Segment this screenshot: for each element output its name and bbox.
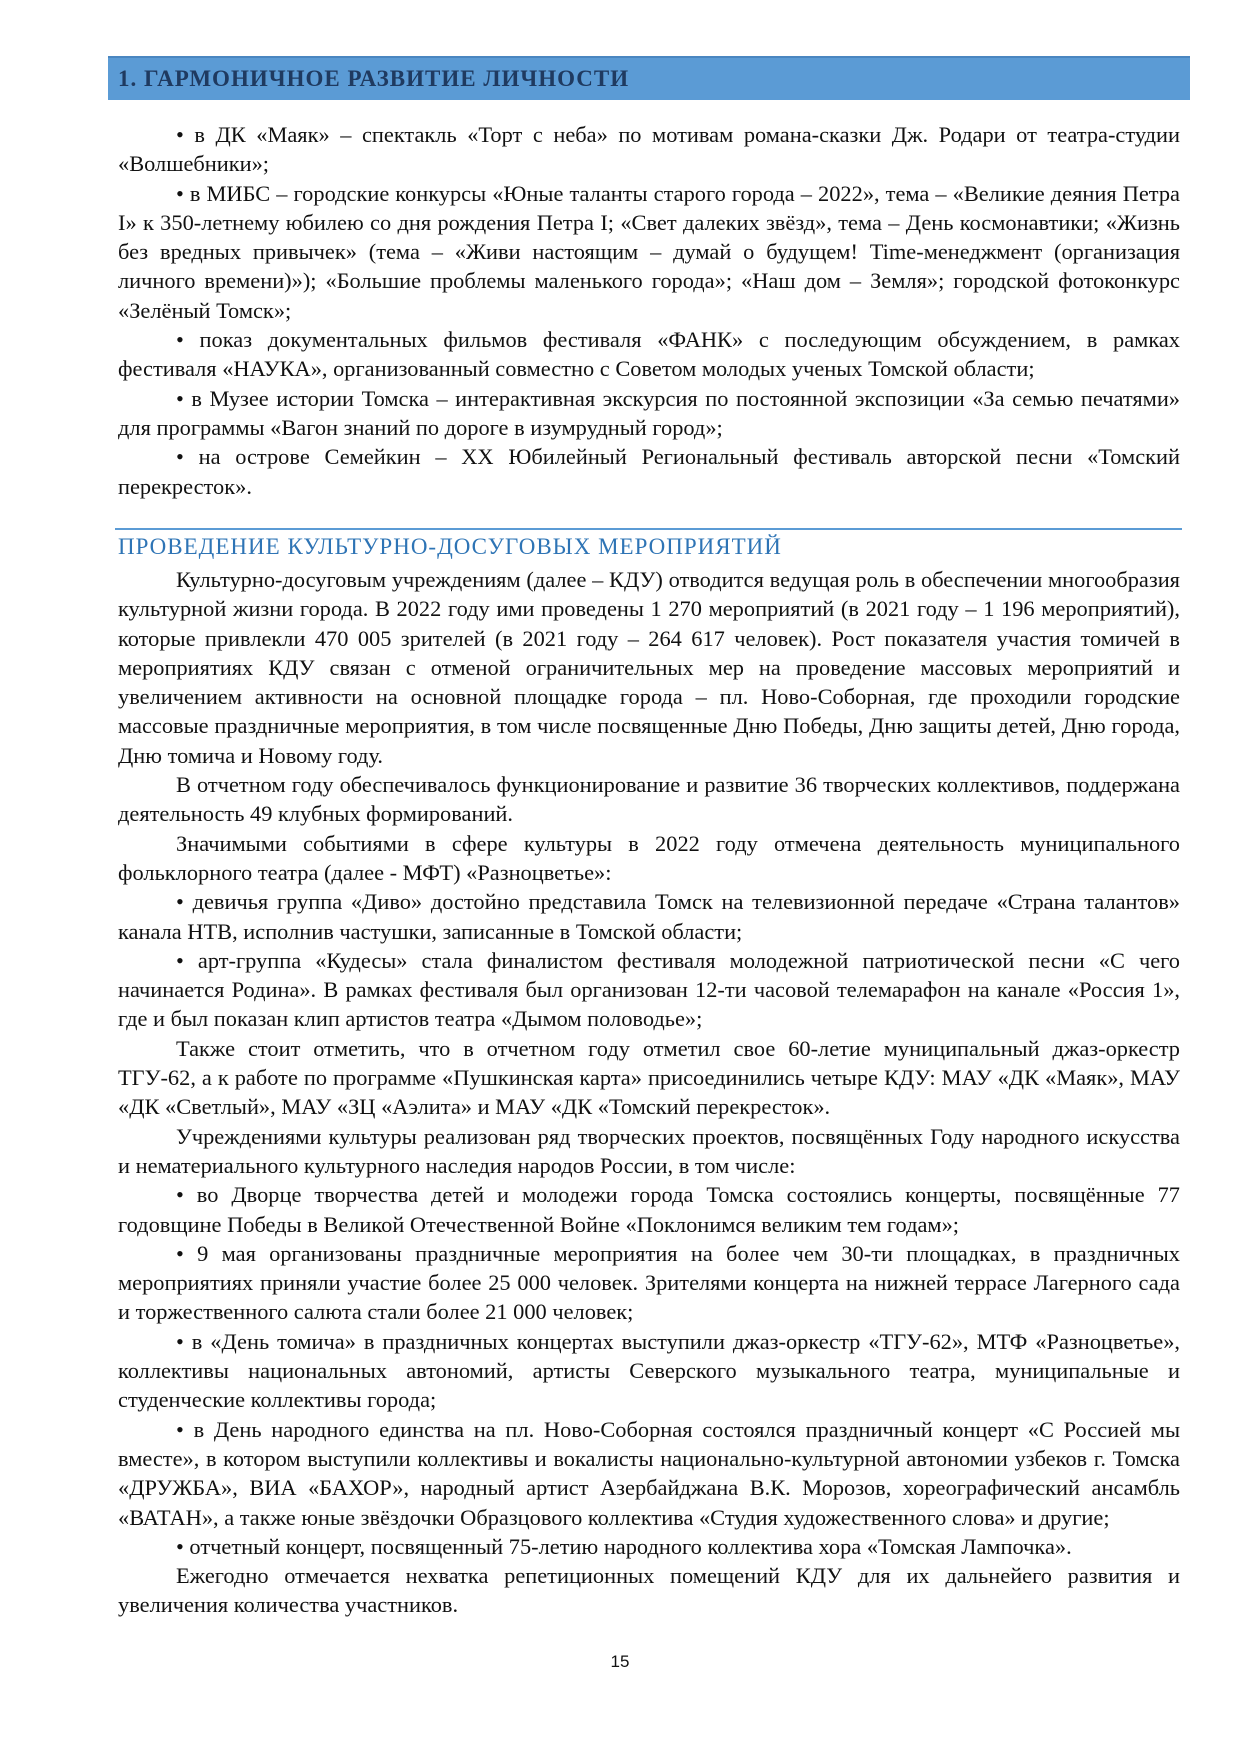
list-item: • показ документальных фильмов фестиваля…: [118, 327, 1180, 382]
paragraph: В отчетном году обеспечивалось функциони…: [118, 772, 1180, 827]
paragraph: Культурно-досуговым учреждениям (далее –…: [118, 567, 1180, 768]
paragraph: Значимыми событиями в сфере культуры в 2…: [118, 830, 1180, 885]
list-item: • в МИБС – городские конкурсы «Юные тала…: [118, 180, 1180, 323]
list-item: • отчетный концерт, посвященный 75-летию…: [176, 1533, 1072, 1559]
event-list: • в ДК «Маяк» – спектакль «Торт с неба» …: [118, 120, 1180, 501]
paragraph: Учреждениями культуры реализован ряд тво…: [118, 1123, 1180, 1178]
list-item: • в День народного единства на пл. Ново-…: [118, 1416, 1180, 1530]
list-item: • во Дворце творчества детей и молодежи …: [118, 1182, 1180, 1237]
list-item: • 9 мая организованы праздничные меропри…: [118, 1240, 1180, 1325]
paragraph: Ежегодно отмечается нехватка репетиционн…: [118, 1563, 1180, 1618]
list-item: • девичья группа «Диво» достойно предста…: [118, 889, 1180, 944]
section-divider: [115, 528, 1182, 530]
list-item: • в ДК «Маяк» – спектакль «Торт с неба» …: [118, 122, 1180, 177]
list-item: • в «День томича» в праздничных концерта…: [118, 1328, 1180, 1413]
section-body: Культурно-досуговым учреждениям (далее –…: [118, 565, 1180, 1620]
list-item: • в Музее истории Томска – интерактивная…: [118, 385, 1180, 440]
section-heading: ПРОВЕДЕНИЕ КУЛЬТУРНО-ДОСУГОВЫХ МЕРОПРИЯТ…: [118, 534, 782, 559]
list-item: • арт-группа «Кудесы» стала финалистом ф…: [118, 947, 1180, 1032]
paragraph: Также стоит отметить, что в отчетном год…: [118, 1035, 1180, 1120]
page-number: 15: [610, 1652, 630, 1671]
list-item: • на острове Семейкин – XX Юбилейный Рег…: [118, 444, 1180, 499]
section-banner: 1. ГАРМОНИЧНОЕ РАЗВИТИЕ ЛИЧНОСТИ: [108, 56, 1190, 100]
banner-title: 1. ГАРМОНИЧНОЕ РАЗВИТИЕ ЛИЧНОСТИ: [118, 66, 630, 91]
